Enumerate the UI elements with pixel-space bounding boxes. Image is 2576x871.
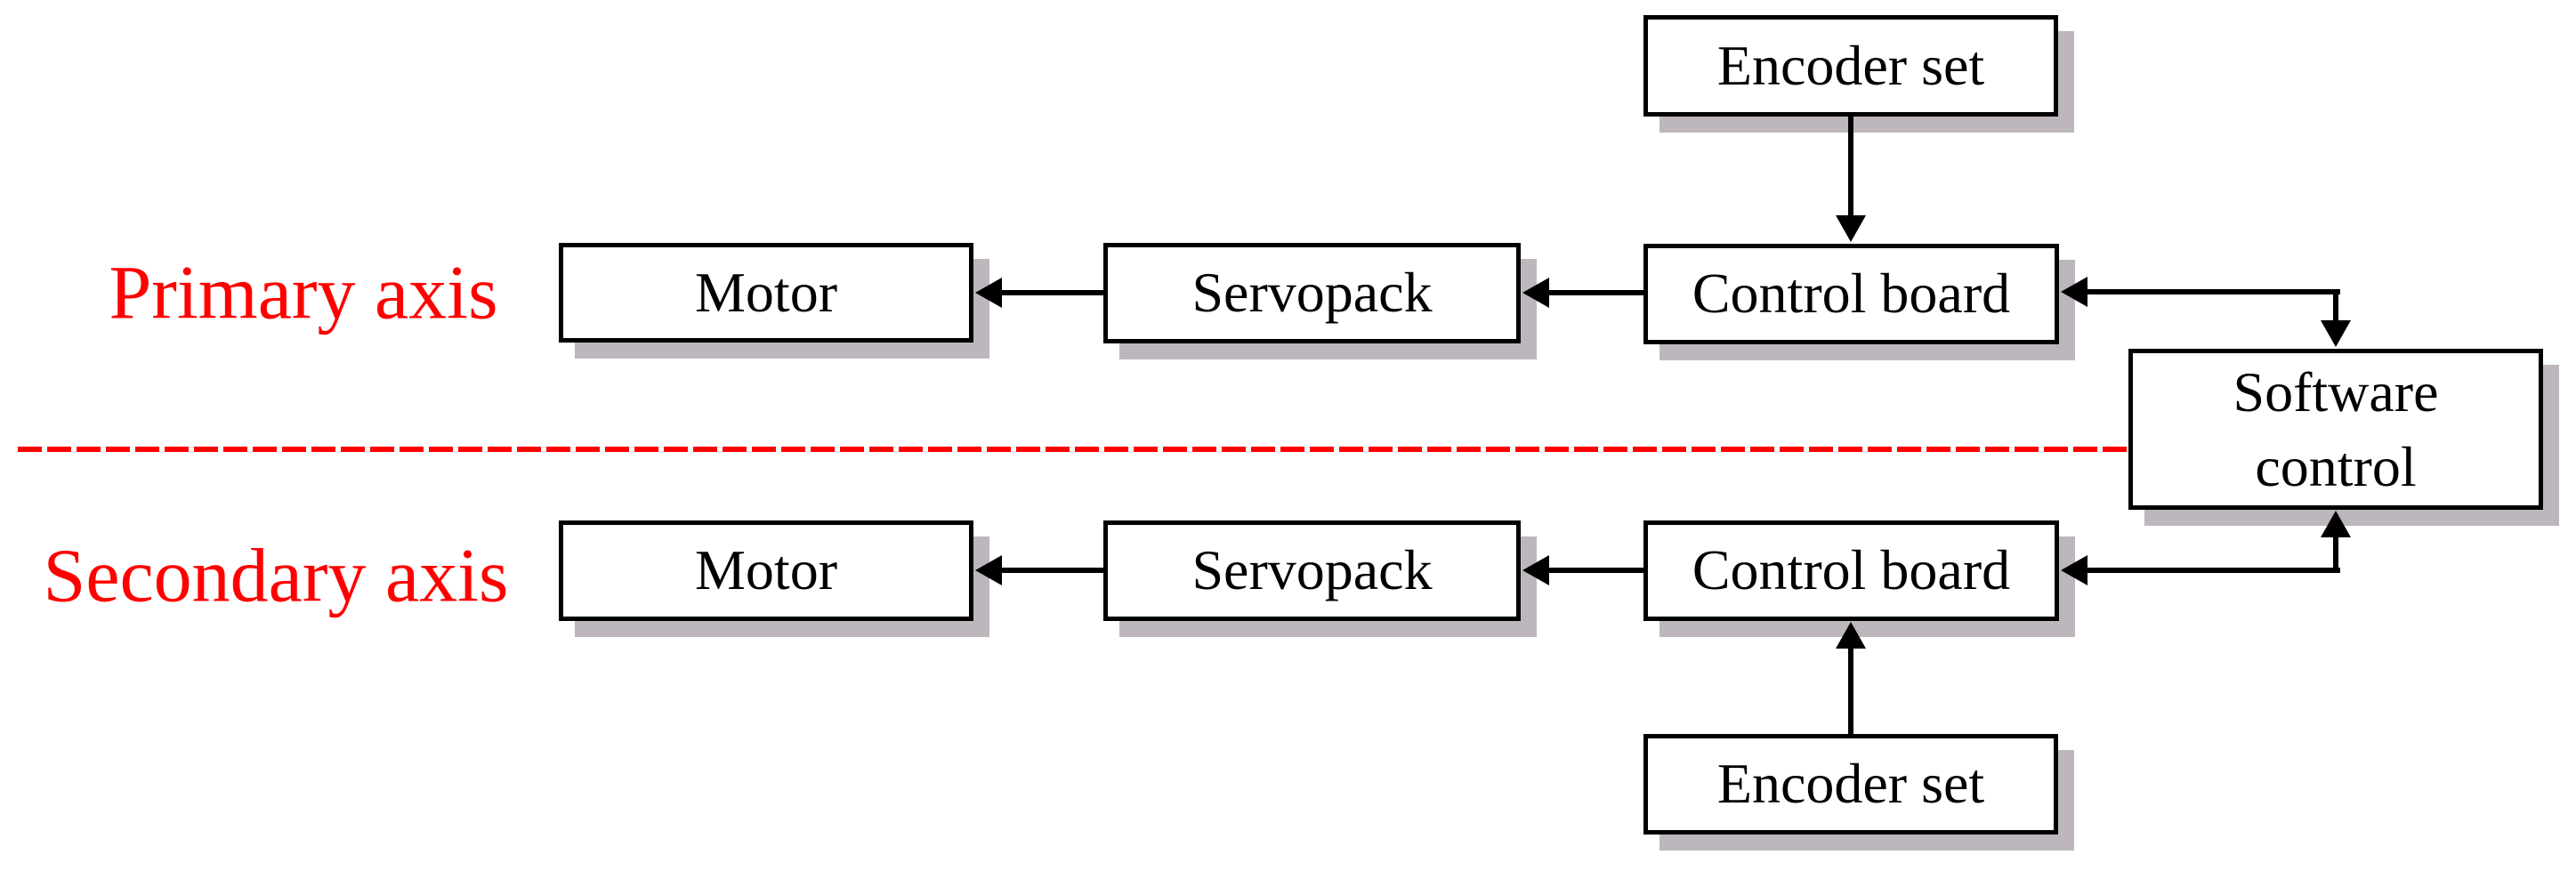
- node-encoder-set-top: Encoder set: [1643, 15, 2058, 117]
- arrowhead-into-servopack-secondary: [1522, 555, 1549, 585]
- arrowhead-into-software-control-bottom: [2321, 511, 2351, 537]
- node-motor-secondary-label: Motor: [695, 538, 837, 602]
- arrowhead-into-motor-secondary: [975, 555, 1002, 585]
- edge-servopack-secondary-to-motor-secondary-line: [998, 568, 1107, 573]
- arrowhead-into-servopack-primary: [1522, 278, 1549, 308]
- node-control-board-secondary-label: Control board: [1692, 538, 2011, 602]
- edge-software-to-control-secondary-hline: [2080, 568, 2340, 573]
- arrowhead-into-control-secondary-right: [2061, 555, 2087, 585]
- label-primary-axis: Primary axis: [109, 249, 498, 335]
- node-motor-primary: Motor: [559, 243, 973, 343]
- node-encoder-set-bottom-label: Encoder set: [1716, 752, 1985, 816]
- node-encoder-set-bottom: Encoder set: [1643, 734, 2058, 835]
- node-control-board-primary-label: Control board: [1692, 262, 2011, 326]
- node-servopack-primary: Servopack: [1103, 243, 1521, 343]
- arrowhead-into-control-secondary-bottom: [1836, 622, 1866, 649]
- node-motor-primary-label: Motor: [695, 260, 837, 324]
- arrowhead-into-control-primary-right: [2061, 277, 2087, 307]
- edge-software-to-control-primary-hline: [2080, 289, 2340, 294]
- node-servopack-secondary: Servopack: [1103, 520, 1521, 621]
- node-software-control: Software control: [2128, 349, 2543, 510]
- edge-encoder-top-to-control-primary-line: [1848, 114, 1853, 219]
- edge-servopack-primary-to-motor-primary-line: [998, 290, 1107, 295]
- node-control-board-secondary: Control board: [1643, 520, 2059, 621]
- node-servopack-secondary-label: Servopack: [1191, 538, 1433, 602]
- node-servopack-primary-label: Servopack: [1191, 261, 1433, 325]
- edge-encoder-bottom-to-control-secondary-line: [1848, 643, 1853, 736]
- arrowhead-into-control-primary-top: [1836, 215, 1866, 242]
- node-encoder-set-top-label: Encoder set: [1716, 33, 1985, 97]
- arrowhead-into-motor-primary: [975, 278, 1002, 308]
- node-software-control-label: Software control: [2233, 360, 2439, 498]
- edge-software-to-control-primary-vline: [2333, 291, 2338, 325]
- node-motor-secondary: Motor: [559, 520, 973, 621]
- divider-dashed-line: [18, 447, 2128, 452]
- node-control-board-primary: Control board: [1643, 244, 2059, 344]
- edge-software-to-control-secondary-vline: [2333, 534, 2338, 571]
- edge-control-primary-to-servopack-primary-line: [1545, 290, 1646, 295]
- arrowhead-into-software-control-top: [2321, 320, 2351, 347]
- edge-control-secondary-to-servopack-secondary-line: [1545, 568, 1646, 573]
- label-secondary-axis: Secondary axis: [43, 532, 509, 618]
